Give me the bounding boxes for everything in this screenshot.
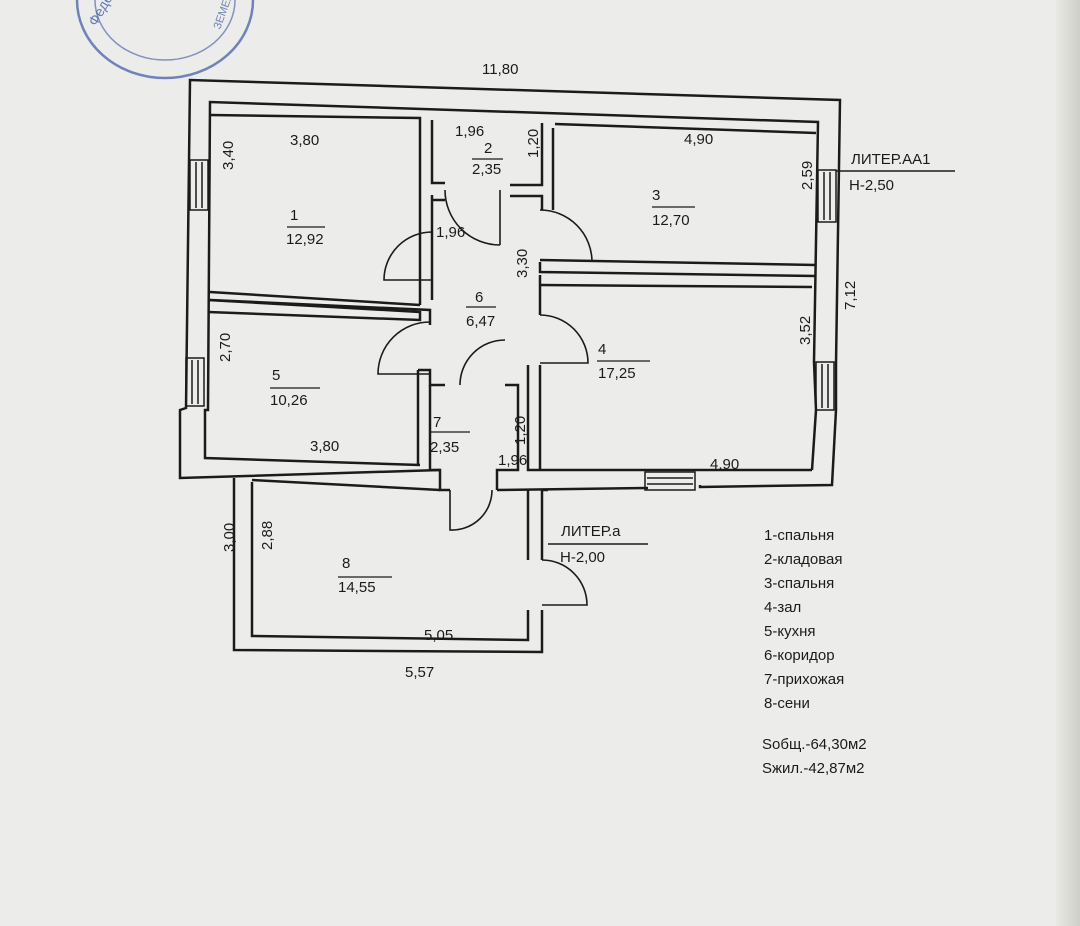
room-7-number: 7 [433, 414, 441, 431]
dim-r5-height: 2,70 [217, 333, 234, 362]
window-r4 [815, 361, 835, 411]
legend-item: 8-сени [764, 695, 810, 712]
liter-main-height: Н-2,50 [849, 177, 894, 194]
total-area: Sобщ.-64,30м2 [762, 736, 867, 753]
annex-inner [250, 482, 530, 642]
wall-r4-top [539, 283, 813, 289]
wall-r3-bottom [538, 262, 817, 278]
legend-item: 2-кладовая [764, 551, 843, 568]
room-5-number: 5 [272, 367, 280, 384]
legend-item: 7-прихожая [764, 671, 845, 688]
liter-main-name: ЛИТЕР.АА1 [851, 151, 930, 168]
dim-r3-height: 2,59 [799, 161, 816, 190]
dim-r7-width: 1,96 [498, 452, 527, 469]
room-8-area: 14,55 [338, 579, 376, 596]
dim-r8-width-outer: 5,57 [405, 664, 434, 681]
stamp-seal: Федера ЗЕМЕЛЬ [75, 0, 255, 80]
legend-item: 1-спальня [764, 527, 835, 544]
door-r2 [444, 189, 501, 246]
outer-wall [178, 78, 842, 489]
room-6-number: 6 [475, 289, 483, 306]
wall-bottom-ext [496, 486, 649, 492]
dim-overall-depth: 7,12 [842, 281, 859, 310]
wall-r3-top [554, 122, 817, 135]
door-r4 [539, 314, 589, 364]
annex-outer [232, 478, 544, 654]
room-4-number: 4 [598, 341, 606, 358]
wall-r2-right [510, 123, 544, 187]
paper-edge [1056, 0, 1080, 926]
room-3-number: 3 [652, 187, 660, 204]
door-annex [541, 559, 588, 606]
room-8-number: 8 [342, 555, 350, 572]
room-6-area: 6,47 [466, 313, 495, 330]
dim-r1-width: 3,80 [290, 132, 319, 149]
dim-r1-height: 3,40 [220, 141, 237, 170]
legend-item: 6-коридор [764, 647, 835, 664]
annex-right-wall [540, 488, 548, 560]
living-area: Sжил.-42,87м2 [762, 760, 865, 777]
floor-plan: 11,80 7,12 3,80 3,40 1 12,92 1,96 2 2,35… [178, 61, 955, 681]
wall-r5-top [207, 298, 422, 322]
room-3-area: 12,70 [652, 212, 690, 229]
wall-r7-left [428, 385, 450, 492]
legend-item: 3-спальня [764, 575, 835, 592]
dim-r4-width: 4,90 [710, 456, 739, 473]
dim-r8-width-inner: 5,05 [424, 627, 453, 644]
dim-r4-height: 3,52 [797, 316, 814, 345]
dim-r2-width-bottom: 1,96 [436, 224, 465, 241]
door-r3 [539, 209, 593, 263]
wall-r2-stub-right [510, 194, 544, 210]
window-r1 [189, 159, 209, 211]
dim-r8-height-inner: 2,88 [259, 521, 276, 550]
room-7-area: 2,35 [430, 439, 459, 456]
window-r3 [817, 169, 837, 223]
wall-r7-top [418, 368, 445, 387]
dim-r6-height: 3,30 [514, 249, 531, 278]
room-legend: 1-спальня 2-кладовая 3-спальня 4-зал 5-к… [764, 524, 964, 716]
dim-r5-width: 3,80 [310, 438, 339, 455]
room-1-number: 1 [290, 207, 298, 224]
room-2-number: 2 [484, 140, 492, 157]
room-1-area: 12,92 [286, 231, 324, 248]
door-r5 [377, 321, 431, 375]
wall-r3-bottom-b [539, 258, 817, 267]
annex-top [251, 478, 441, 492]
area-totals: Sобщ.-64,30м2 Sжил.-42,87м2 [762, 733, 867, 781]
dim-r2-width: 1,96 [455, 123, 484, 140]
dim-overall-width: 11,80 [482, 61, 518, 78]
window-r5 [185, 357, 205, 407]
wall-r4-left-b [526, 365, 540, 472]
room-4-area: 17,25 [598, 365, 636, 382]
room-2-area: 2,35 [472, 161, 501, 178]
dim-r8-height-outer: 3,00 [221, 523, 238, 552]
window-r4-bottom [644, 471, 696, 491]
liter-annex-name: ЛИТЕР.а [561, 523, 621, 540]
wall-r7-right [495, 383, 520, 490]
liter-annex-height: Н-2,00 [560, 549, 605, 566]
wall-r1 [209, 113, 422, 305]
dim-r7-height: 1,20 [512, 416, 529, 445]
room-5-area: 10,26 [270, 392, 308, 409]
dim-r3-width: 4,90 [684, 131, 713, 148]
door-r7 [459, 339, 506, 386]
wall-r2-left [430, 120, 445, 185]
legend-item: 4-зал [764, 599, 802, 616]
dim-r2-height: 1,20 [525, 129, 542, 158]
legend-item: 5-кухня [764, 623, 816, 640]
door-r1 [383, 231, 433, 281]
door-entry [449, 489, 493, 531]
wall-r1-bottom [209, 290, 421, 307]
